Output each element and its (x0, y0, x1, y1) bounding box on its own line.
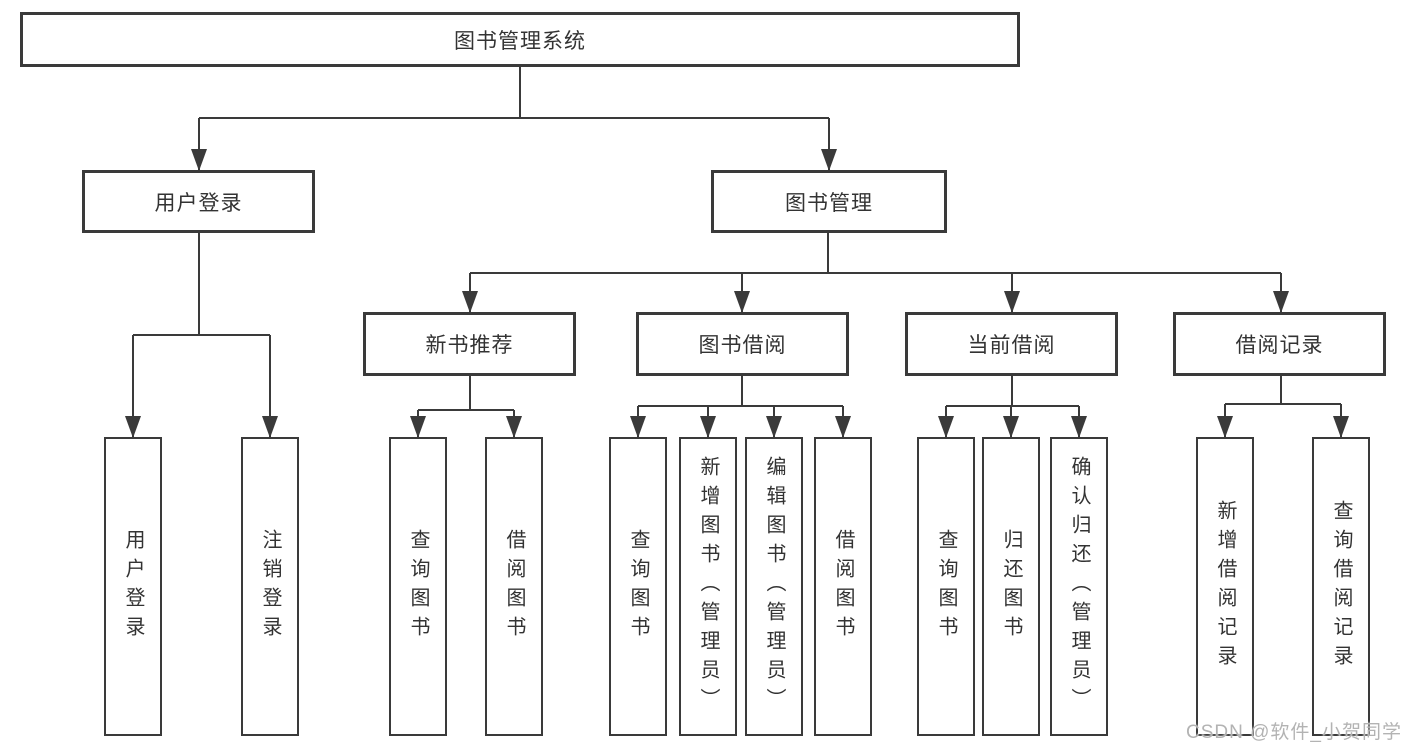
leaf-return-books: 归还图书 (982, 437, 1040, 736)
leaf-borrow-books-recommend: 借阅图书 (485, 437, 543, 736)
connector-new-books (410, 376, 522, 438)
leaf-return-books-label: 归还图书 (1000, 528, 1022, 645)
connector-user-login (125, 233, 278, 438)
connector-root (191, 67, 837, 171)
leaf-query-books-borrow-label: 查询图书 (627, 528, 649, 645)
leaf-edit-books-admin: 编辑图书（管理员） (745, 437, 803, 736)
leaf-query-books-borrow: 查询图书 (609, 437, 667, 736)
leaf-add-borrow-record-label: 新增借阅记录 (1214, 499, 1236, 674)
leaf-logout: 注销登录 (241, 437, 299, 736)
node-root-system: 图书管理系统 (20, 12, 1020, 67)
leaf-confirm-return-admin-label: 确认归还（管理员） (1068, 456, 1090, 717)
leaf-query-books-current: 查询图书 (917, 437, 975, 736)
node-book-borrow-label: 图书借阅 (698, 334, 787, 357)
node-borrow-records-label: 借阅记录 (1235, 334, 1324, 357)
node-book-borrow: 图书借阅 (636, 312, 849, 376)
leaf-confirm-return-admin: 确认归还（管理员） (1050, 437, 1108, 736)
leaf-query-borrow-record: 查询借阅记录 (1312, 437, 1370, 736)
leaf-add-books-admin-label: 新增图书（管理员） (697, 456, 719, 717)
leaf-logout-label: 注销登录 (259, 528, 281, 645)
node-current-borrow-label: 当前借阅 (967, 334, 1056, 357)
node-new-book-recommend: 新书推荐 (363, 312, 576, 376)
node-book-management: 图书管理 (711, 170, 947, 233)
leaf-edit-books-admin-label: 编辑图书（管理员） (763, 456, 785, 717)
leaf-query-borrow-record-label: 查询借阅记录 (1330, 499, 1352, 674)
connector-current-borrow (938, 376, 1087, 438)
leaf-query-books-recommend-label: 查询图书 (407, 528, 429, 645)
connector-borrow-records (1217, 376, 1349, 438)
csdn-watermark: CSDN @软件_小贺同学 (1186, 722, 1402, 743)
leaf-user-login: 用户登录 (104, 437, 162, 736)
node-root-system-label: 图书管理系统 (454, 29, 586, 53)
connector-book-management (462, 233, 1289, 313)
leaf-borrow-books-recommend-label: 借阅图书 (503, 528, 525, 645)
leaf-borrow-books: 借阅图书 (814, 437, 872, 736)
leaf-user-login-label: 用户登录 (122, 528, 144, 645)
leaf-query-books-recommend: 查询图书 (389, 437, 447, 736)
connector-book-borrow (630, 376, 851, 438)
node-user-login: 用户登录 (82, 170, 315, 233)
leaf-add-books-admin: 新增图书（管理员） (679, 437, 737, 736)
node-book-management-label: 图书管理 (785, 191, 873, 215)
leaf-add-borrow-record: 新增借阅记录 (1196, 437, 1254, 736)
leaf-query-books-current-label: 查询图书 (935, 528, 957, 645)
node-new-book-recommend-label: 新书推荐 (425, 334, 514, 357)
node-current-borrow: 当前借阅 (905, 312, 1118, 376)
leaf-borrow-books-label: 借阅图书 (832, 528, 854, 645)
node-borrow-records: 借阅记录 (1173, 312, 1386, 376)
node-user-login-label: 用户登录 (154, 191, 243, 215)
